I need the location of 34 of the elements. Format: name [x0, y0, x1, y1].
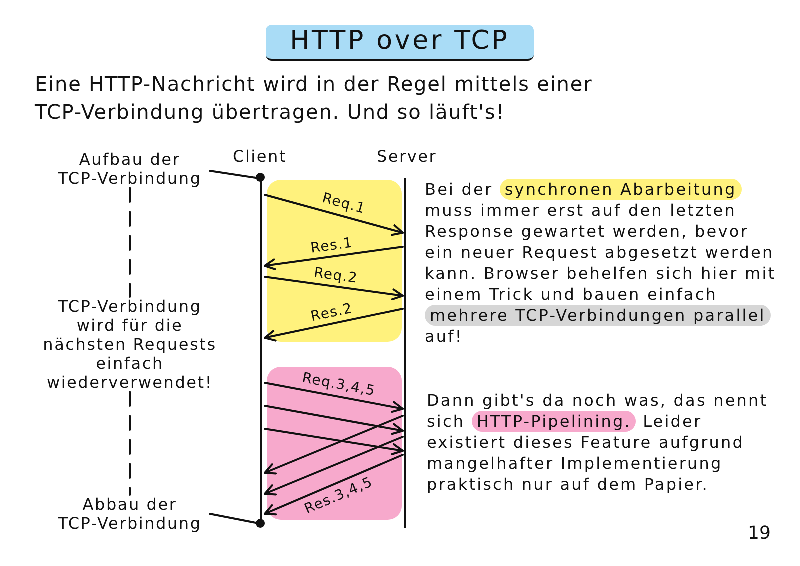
arrow — [264, 382, 404, 414]
highlighted-phrase: mehrere TCP-Verbindungen parallel — [425, 305, 771, 326]
dashed-connector — [129, 187, 131, 298]
paragraph-text: Dann gibt's da noch was, das nennt sich HTTP-Pipelining. Leider existiert dieses Feature aufgrund mangelhafter Implementierung praktisch nur auf dem Papier. — [427, 390, 770, 495]
page-number: 19 — [748, 522, 771, 546]
edge-label: Res.1 — [310, 234, 355, 256]
edge-label: Req.2 — [312, 264, 358, 287]
annotation-text: TCP-Verbindung wird für die nächsten Requests einfach wiederverwendet! — [40, 297, 220, 392]
server-lifeline — [403, 178, 406, 528]
arrow — [264, 246, 404, 271]
annotation-text: Aufbau der TCP-Verbindung — [50, 150, 210, 188]
highlighted-phrase: HTTP-Pipelining. — [472, 411, 636, 432]
lifeline-label: Client — [233, 147, 288, 166]
dashed-connector — [129, 391, 131, 496]
edge-label: Req.3,4,5 — [301, 370, 377, 400]
arrow — [264, 454, 404, 516]
leader-line — [209, 513, 257, 524]
arrow — [264, 194, 404, 236]
title: HTTP over TCP — [266, 25, 534, 61]
lifeline-label: Server — [377, 147, 438, 166]
arrow — [264, 276, 404, 301]
highlighted-phrase: synchronen Abarbeitung — [500, 179, 742, 200]
edge-label: Res.2 — [309, 300, 354, 325]
client-lifeline — [256, 173, 265, 528]
arrow — [264, 415, 404, 475]
arrow — [264, 405, 404, 436]
arrow — [264, 428, 404, 456]
arrow — [264, 436, 404, 496]
paragraph-text: Bei der synchronen Abarbeitung muss immer erst auf den letzten Response gewartet werden, bevor ein neuer Request abgesetzt werden kann. Browser behelfen sich hier mit einem Trick und bauen einfach mehrere TCP-Verbindungen parallel auf! — [425, 179, 778, 347]
arrow — [264, 308, 404, 342]
leader-line — [209, 170, 257, 179]
annotation-text: Abbau der TCP-Verbindung — [50, 495, 210, 533]
edge-label: Req.1 — [320, 190, 368, 218]
intro-text: Eine HTTP-Nachricht wird in der Regel mittels einer TCP-Verbindung übertragen. Und so läuft's! — [35, 71, 594, 126]
